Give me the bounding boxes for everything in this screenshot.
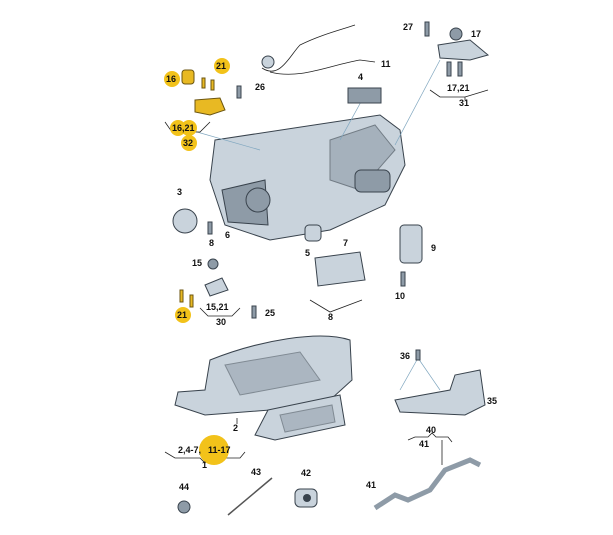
screw [424,21,430,37]
headlight-front [174,335,353,441]
washer-hose [373,457,482,511]
callout-36: 36 [400,351,410,361]
callout-15-21: 15,21 [206,302,229,312]
clip-44 [177,500,191,514]
harness-connector [261,55,275,69]
cap [172,208,198,234]
callout-17-21: 17,21 [447,83,470,93]
callout-35: 35 [487,396,497,406]
clip-16 [181,69,195,85]
callout-3: 3 [177,187,182,197]
callout-1: 1 [202,460,207,470]
bracket-35 [394,369,486,416]
callout-9: 9 [431,243,436,253]
control-unit [314,251,366,287]
callout-41: 41 [419,439,429,449]
callout-25: 25 [265,308,275,318]
callout-27: 27 [403,22,413,32]
callout-31: 31 [459,98,469,108]
repair-kit-32 [194,97,226,116]
callout-10: 10 [395,291,405,301]
callout-7: 7 [343,238,348,248]
motor [304,224,322,242]
callout-5: 5 [305,248,310,258]
cable-43 [227,477,273,516]
callout-32: 32 [183,138,193,148]
callout-44: 44 [179,482,189,492]
callout-8-b: 8 [328,312,333,322]
callout-21: 21 [216,61,226,71]
nut [449,27,463,41]
callout-16-21: 16,21 [172,123,195,133]
callout-16: 16 [166,74,176,84]
callout-43: 43 [251,467,261,477]
callout-15: 15 [192,258,202,268]
callout-6: 6 [225,230,230,240]
callout-17: 17 [471,29,481,39]
headlight-housing-rear [209,114,406,241]
callout-11: 11 [381,59,391,69]
callout-26: 26 [255,82,265,92]
callout-2: 2 [233,423,238,433]
callout-11-17: 11-17 [208,445,231,455]
wiring-harness [261,24,376,75]
bracket [437,39,490,61]
callout-42: 42 [301,468,311,478]
callout-8: 8 [209,238,214,248]
callout-41-b: 41 [366,480,376,490]
callout-4: 4 [358,72,363,82]
type-label [347,87,382,104]
callout-40: 40 [426,425,436,435]
callout-2-4-7: 2,4-7, [178,445,201,455]
callout-30: 30 [216,317,226,327]
led-module [399,224,423,264]
callout-21-b: 21 [177,310,187,320]
